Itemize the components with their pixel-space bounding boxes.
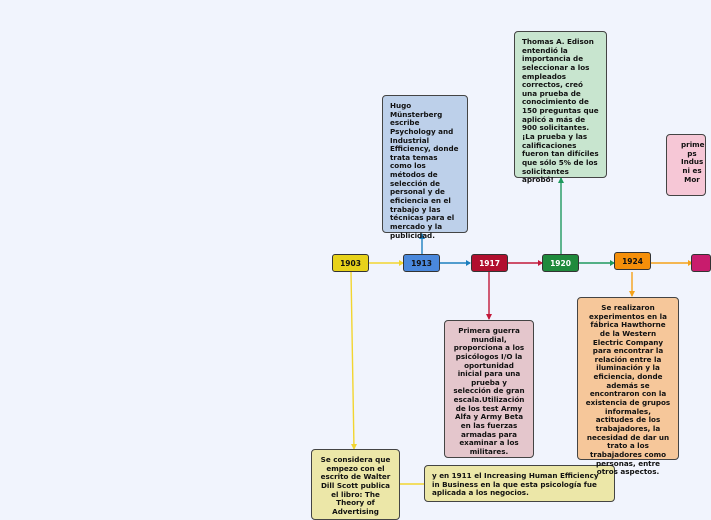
- note-1924[interactable]: Se realizaron experimentos en la fábrica…: [577, 297, 679, 476]
- connector-1903-note: [350, 271, 355, 450]
- note-cut-off[interactable]: prime ps Indus ni es Mor: [666, 134, 706, 196]
- note-1917[interactable]: Primera guerra mundial, proporciona a lo…: [444, 320, 534, 458]
- note-1911[interactable]: y en 1911 el Increasing Human Efficiency…: [424, 465, 615, 502]
- year-node-1903[interactable]: 1903: [332, 254, 369, 272]
- year-node-1917[interactable]: 1917: [471, 254, 508, 272]
- year-node-1913[interactable]: 1913: [403, 254, 440, 272]
- year-node-next[interactable]: [691, 254, 711, 272]
- timeline-connectors: [350, 177, 693, 485]
- year-node-1924[interactable]: 1924: [614, 252, 651, 270]
- note-1920[interactable]: Thomas A. Edison entendió la importancia…: [514, 31, 607, 184]
- year-node-1920[interactable]: 1920: [542, 254, 579, 272]
- note-1903[interactable]: Se considera que empezo con el escrito d…: [311, 449, 400, 520]
- note-1913[interactable]: Hugo Münsterberg escribe Psychology and …: [382, 95, 468, 239]
